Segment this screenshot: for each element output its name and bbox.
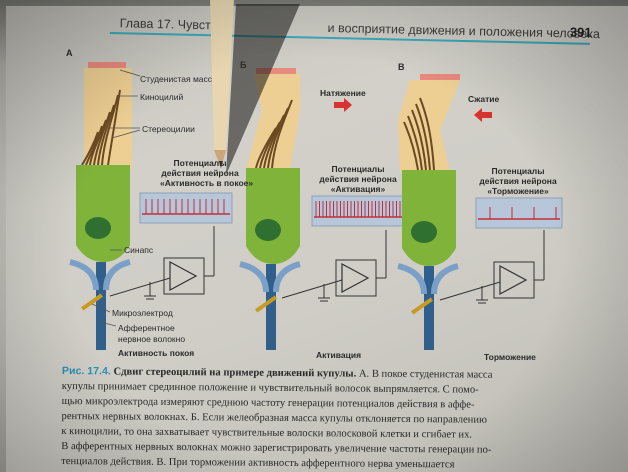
- microelectrode-callout: Микроэлектрод: [112, 308, 173, 318]
- scope-title-b: Потенциалы действия нейрона «Активация»: [318, 164, 398, 194]
- scope-title-c-line2: действия нейрона: [479, 176, 557, 186]
- synapse-callout: Синапс: [124, 245, 154, 255]
- panel-a-drawing: [69, 62, 233, 350]
- figure-number: Рис. 17.4.: [61, 364, 111, 378]
- scope-title-a: Потенциалы действия нейрона «Активность …: [160, 158, 254, 188]
- figure-caption: Рис. 17.4. Сдвиг стереоцилий на примере …: [61, 364, 562, 472]
- panel-c-letter: В: [398, 62, 405, 72]
- panel-b-drawing: [239, 68, 405, 350]
- scope-title-c: Потенциалы действия нейрона «Торможение»: [478, 166, 558, 196]
- panel-a-letter: А: [66, 48, 73, 58]
- panel-c-bottom-label: Торможение: [484, 352, 536, 362]
- scope-title-a-line2: действия нейрона: [161, 168, 239, 178]
- tension-arrow: [334, 98, 352, 112]
- panel-c-drawing: [397, 74, 563, 350]
- caption-text-0: А. В покое студенистая масса: [358, 368, 493, 381]
- pencil-object: [210, 0, 300, 175]
- kinocilium-callout: Киноцилий: [140, 92, 184, 102]
- scope-title-c-line3: «Торможение»: [487, 186, 549, 196]
- scope-title-a-line1: Потенциалы: [173, 158, 227, 168]
- scope-title-b-line3: «Активация»: [330, 184, 386, 194]
- spikes-b: [315, 201, 401, 217]
- afferent-callout-line2: нервное волокно: [118, 334, 186, 344]
- caption-title: Сдвиг стереоцилий на примере движений ку…: [113, 366, 357, 380]
- panel-a-bottom-label: Активность покоя: [118, 348, 195, 358]
- stereocilia-callout: Стереоцилии: [142, 124, 195, 134]
- cupula-callout: Студенистая масс: [140, 74, 213, 84]
- afferent-callout-line1: Афферентное: [118, 323, 175, 333]
- compression-label: Сжатие: [468, 94, 500, 104]
- scope-title-a-line3: «Активность в покое»: [160, 178, 254, 188]
- compression-arrow: [474, 108, 492, 122]
- spikes-a: [145, 199, 225, 214]
- panel-b-bottom-label: Активация: [316, 350, 362, 360]
- scope-title-b-line1: Потенциалы: [331, 164, 385, 174]
- scope-title-b-line2: действия нейрона: [319, 174, 397, 184]
- scope-title-c-line1: Потенциалы: [491, 166, 545, 176]
- tension-label: Натяжение: [320, 88, 366, 98]
- panel-b-letter: Б: [240, 60, 247, 70]
- spikes-c: [489, 207, 557, 219]
